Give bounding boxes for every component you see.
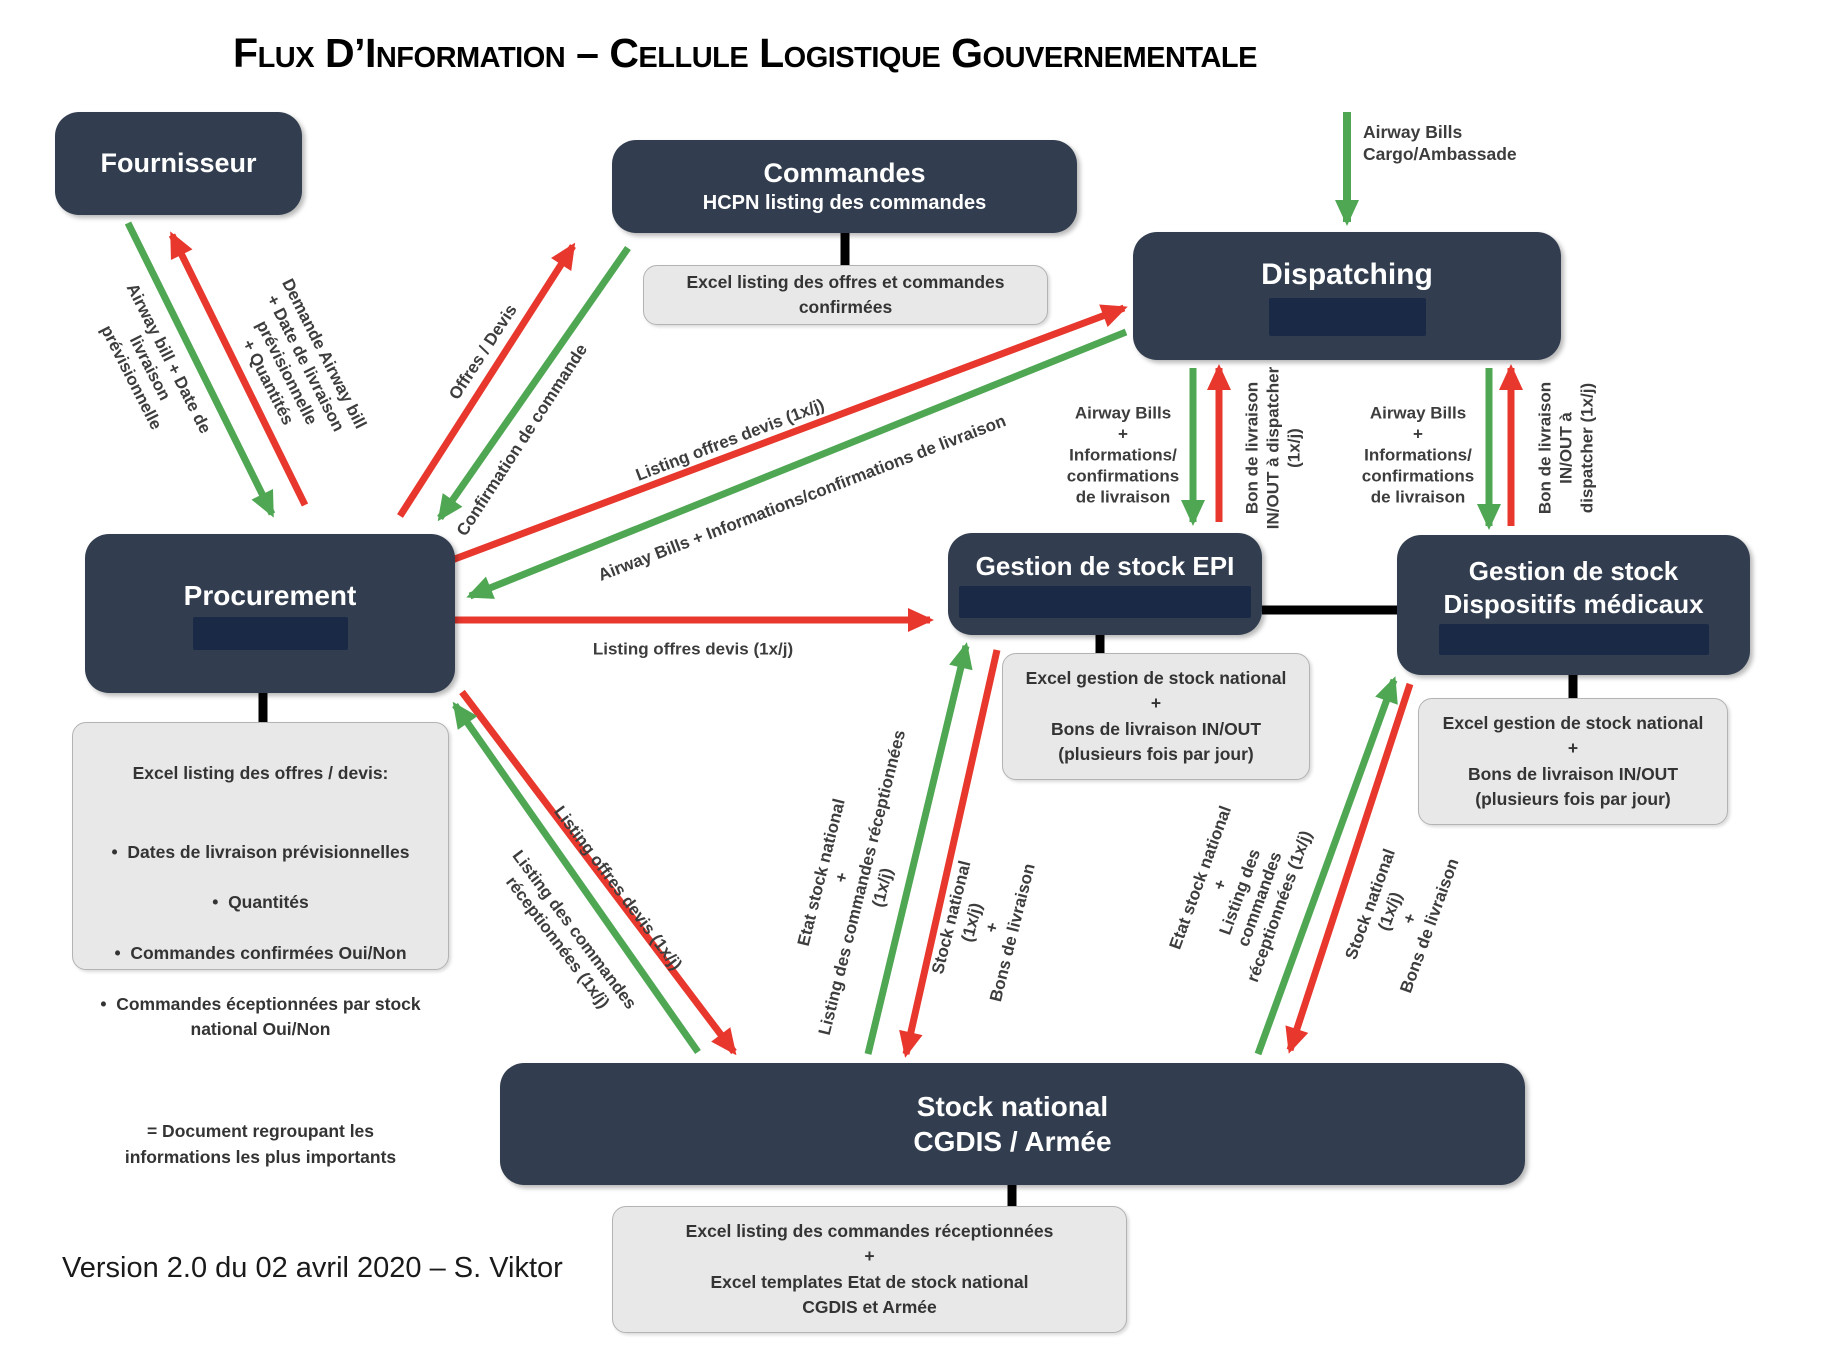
bullet-bold: Oui/Non (262, 1019, 331, 1040)
label-epi-in: Airway Bills + Informations/ confirmatio… (1066, 403, 1180, 507)
bullet-item: Quantités (83, 890, 438, 915)
page-title: Flux D’Information – Cellule Logistique … (233, 30, 1257, 76)
arrow-airwaybill-to-procurement (124, 221, 276, 518)
node-title-stock-epi: Gestion de stock EPI (975, 550, 1235, 581)
arrow-confirmation-to-procurement (437, 246, 631, 522)
bullet-text: Quantités (228, 892, 309, 913)
version-footer: Version 2.0 du 02 avril 2020 – S. Viktor (62, 1252, 563, 1284)
note-procurement-footer: = Document regroupant les informations l… (124, 1121, 397, 1167)
node-stock-epi: Gestion de stock EPI (948, 533, 1262, 635)
bullet-bold: Oui/Non (338, 943, 407, 963)
bullet-item: Commandes confirmées Oui/Non (83, 941, 438, 966)
bullet-text: Commandes éceptionnées par stock nationa… (116, 993, 421, 1040)
bullet-item: Commandes éceptionnées par stock nationa… (83, 992, 438, 1043)
label-cargo: Airway Bills Cargo/Ambassade (1363, 122, 1517, 164)
node-title-stock-med: Gestion de stock Dispositifs médicaux (1443, 556, 1704, 619)
arrow-listing-to-dispatching (450, 304, 1128, 564)
label-listing-offres-epi: Listing offres devis (1x/j) (592, 639, 794, 659)
node-stock-med: Gestion de stock Dispositifs médicaux (1397, 535, 1750, 675)
arrow-epi-to-stock (899, 649, 1001, 1058)
note-stock-med: Excel gestion de stock national + Bons d… (1418, 698, 1728, 825)
node-title-stock-national: Stock national CGDIS / Armée (913, 1091, 1112, 1157)
note-stock-epi: Excel gestion de stock national + Bons d… (1002, 653, 1310, 780)
redacted-text (1268, 297, 1426, 336)
note-commandes: Excel listing des offres et commandes co… (643, 265, 1048, 325)
node-stock-national: Stock national CGDIS / Armée (500, 1063, 1525, 1185)
label-med-out: Bon de livraison IN/OUT à dispatcher (1x… (1535, 381, 1597, 515)
bullet-text: Commandes confirmées (130, 943, 339, 963)
node-title-commandes: Commandes (763, 158, 926, 189)
note-stock-national: Excel listing des commandes réceptionnée… (612, 1206, 1127, 1333)
label-epi-out: Bon de livraison IN/OUT à dispatcher (1x… (1242, 366, 1304, 530)
node-dispatching: Dispatching (1133, 232, 1561, 360)
bullet-text: Dates de livraison prévisionnelles (127, 841, 410, 862)
label-med-in: Airway Bills + Informations/ confirmatio… (1361, 403, 1475, 507)
redacted-text (959, 586, 1251, 619)
note-procurement-title: Excel listing des offres / devis: (132, 763, 389, 784)
node-procurement: Procurement (85, 534, 455, 693)
arrow-procurement-to-stock (459, 689, 737, 1056)
node-fournisseur: Fournisseur (55, 112, 302, 215)
arrow-stock-to-procurement (452, 701, 701, 1055)
node-title-dispatching: Dispatching (1261, 258, 1433, 292)
redacted-text (1438, 624, 1709, 655)
node-subtitle-commandes: HCPN listing des commandes (702, 191, 987, 214)
arrow-offres-to-commandes (397, 242, 576, 518)
redacted-text (192, 616, 348, 650)
note-procurement-bullets: Dates de livraison prévisionnelles Quant… (83, 814, 438, 1068)
bullet-item: Dates de livraison prévisionnelles (83, 840, 438, 865)
arrow-med-to-stock (1285, 682, 1414, 1054)
note-procurement: Excel listing des offres / devis: Dates … (72, 722, 449, 1167)
node-title-procurement: Procurement (183, 579, 357, 611)
arrow-stock-to-med (1254, 676, 1398, 1056)
arrow-demande-to-fournisseur (168, 231, 309, 507)
node-title-fournisseur: Fournisseur (100, 147, 257, 178)
arrow-stock-to-epi (864, 642, 973, 1055)
arrow-airwaybills-to-procurement (466, 328, 1128, 600)
node-commandes: Commandes HCPN listing des commandes (612, 140, 1077, 233)
